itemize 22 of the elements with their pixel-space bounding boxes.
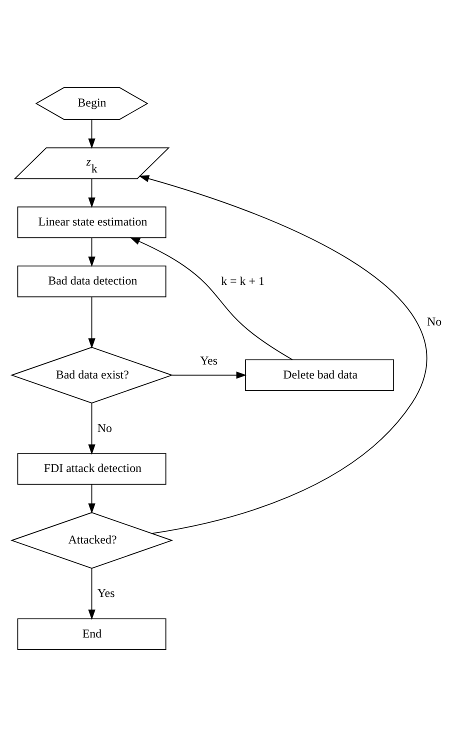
node-box: Linear state estimation: [17, 206, 166, 238]
edge-label: Yes: [97, 586, 115, 600]
node-diamond: Bad data exist?: [10, 346, 174, 404]
arrow: [88, 296, 96, 349]
arrow: [138, 175, 427, 534]
arrow: [88, 402, 96, 455]
arrow: [88, 568, 96, 620]
edge-label: No: [427, 314, 442, 329]
node-diamond: Attacked?: [10, 512, 174, 569]
arrow: [130, 237, 293, 360]
node-box: Delete bad data: [245, 359, 394, 391]
arrow: [88, 238, 96, 267]
node-box: Bad data detection: [17, 266, 166, 298]
edge-label: No: [97, 420, 112, 435]
node-box: End: [17, 618, 166, 650]
arrow: [88, 119, 96, 149]
arrow: [88, 178, 96, 208]
arrow: [172, 372, 247, 379]
node-box: FDI attack detection: [17, 453, 166, 485]
arrow: [88, 484, 96, 514]
edge-label: k = k + 1: [221, 274, 264, 288]
edge-label: Yes: [200, 354, 218, 368]
